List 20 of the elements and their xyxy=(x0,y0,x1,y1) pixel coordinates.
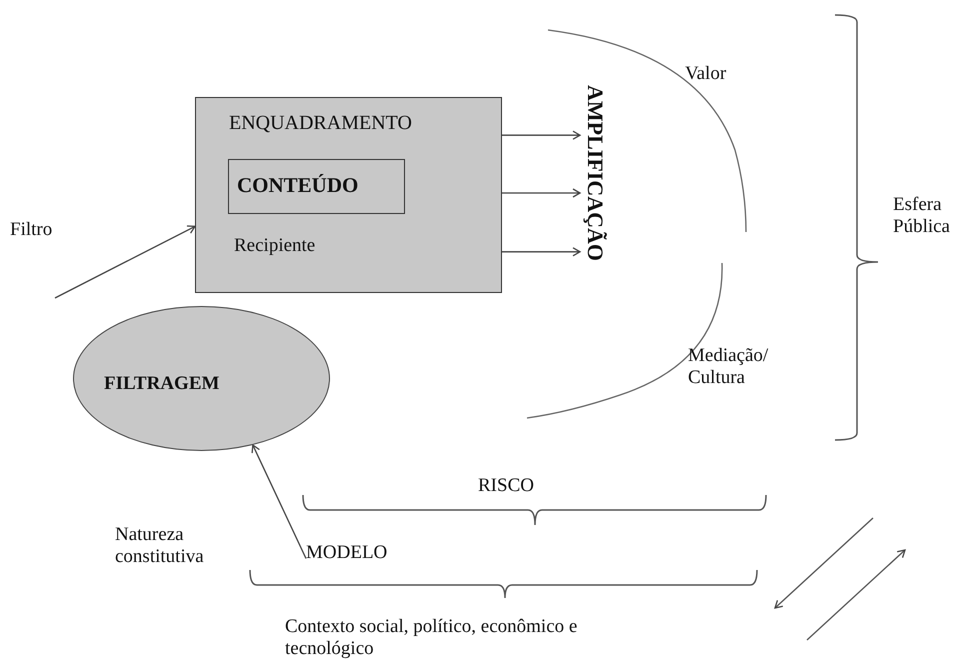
label-text: Contexto social, político, econômico e tecnológico xyxy=(285,616,578,660)
vertical-heading: AMPLIFICAÇÃO xyxy=(580,85,610,261)
label-text: Esfera Pública xyxy=(893,194,951,238)
arrow xyxy=(502,188,581,198)
arrow xyxy=(502,247,581,256)
content-box xyxy=(228,159,405,214)
label-text: RISCO xyxy=(478,475,535,497)
box-heading: ENQUADRAMENTO xyxy=(229,112,412,134)
label-text: Mediação/ Cultura xyxy=(688,345,770,389)
label-text: Natureza constitutiva xyxy=(115,524,205,568)
ellipse-label: FILTRAGEM xyxy=(104,373,220,395)
label-text: Filtro xyxy=(10,219,54,241)
box-caption: Recipiente xyxy=(234,235,316,257)
arrow xyxy=(252,444,307,559)
arrow xyxy=(502,130,581,140)
arrow xyxy=(54,225,196,299)
label-text: Valor xyxy=(685,63,728,85)
frame-box xyxy=(195,97,502,293)
box-title: CONTEÚDO xyxy=(237,174,358,196)
node-text: MODELO xyxy=(306,542,388,564)
